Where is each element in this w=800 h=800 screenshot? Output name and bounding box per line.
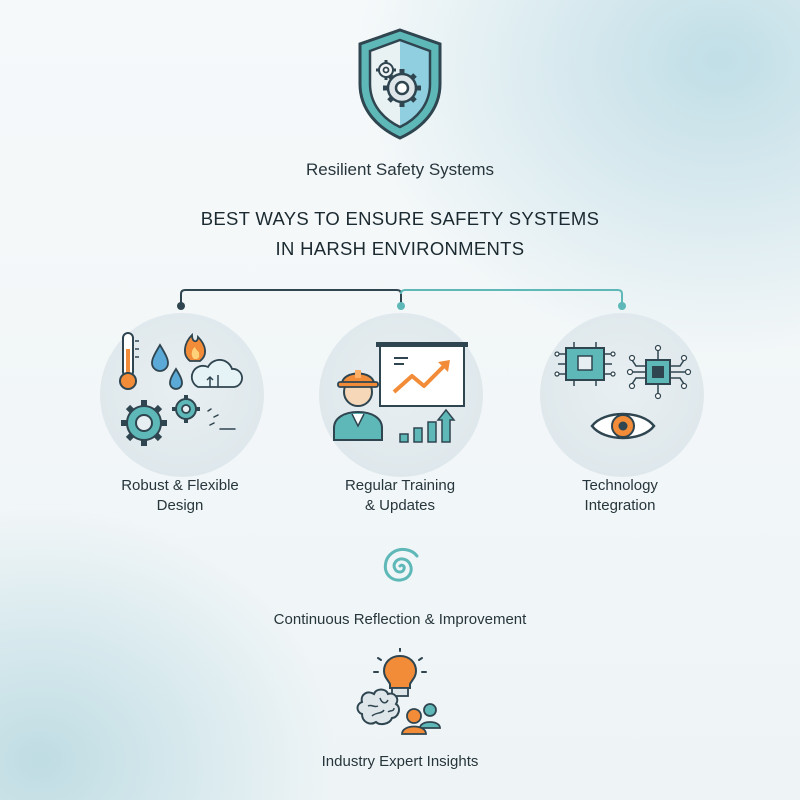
shield-gear-icon: [358, 28, 442, 140]
brain-icon: [356, 688, 400, 726]
branch-training-label: Regular Training & Updates: [344, 477, 456, 514]
eye-icon: [590, 412, 656, 440]
people-icon: [401, 703, 441, 735]
circuit-chip-icon: [554, 342, 616, 386]
fire-icon: [184, 332, 206, 362]
thermometer-icon: [119, 332, 139, 390]
reflection-label: Continuous Reflection & Improvement: [273, 611, 527, 628]
page-title-line2: IN HARSH ENVIRONMENTS: [275, 238, 525, 259]
spiral-icon: [383, 547, 419, 582]
cloud-icon: [190, 358, 243, 388]
worker-icon: [333, 370, 383, 441]
insights-label: Industry Expert Insights: [321, 753, 479, 770]
technology-icons: [554, 342, 692, 440]
training-icons: [333, 342, 468, 443]
page-title-line1: BEST WAYS TO ENSURE SAFETY SYSTEMS: [200, 208, 600, 229]
insights-icons: [356, 648, 441, 735]
brand-title: Resilient Safety Systems: [305, 160, 494, 179]
branch-technology-label: Technology Integration: [582, 477, 658, 514]
processor-icon: [626, 344, 692, 400]
branch-design-label: Robust & Flexible Design: [121, 477, 239, 514]
growth-chart-icon: [399, 408, 456, 443]
page-title: BEST WAYS TO ENSURE SAFETY SYSTEMS IN HA…: [150, 204, 650, 264]
branch-technology-circle: [540, 313, 704, 477]
lightbulb-icon: [373, 648, 427, 697]
water-drops-icon: [151, 343, 183, 390]
gears-icon: [121, 395, 236, 446]
branch-connector: [177, 289, 626, 310]
design-icons: [119, 332, 243, 446]
presentation-board-icon: [376, 342, 468, 407]
